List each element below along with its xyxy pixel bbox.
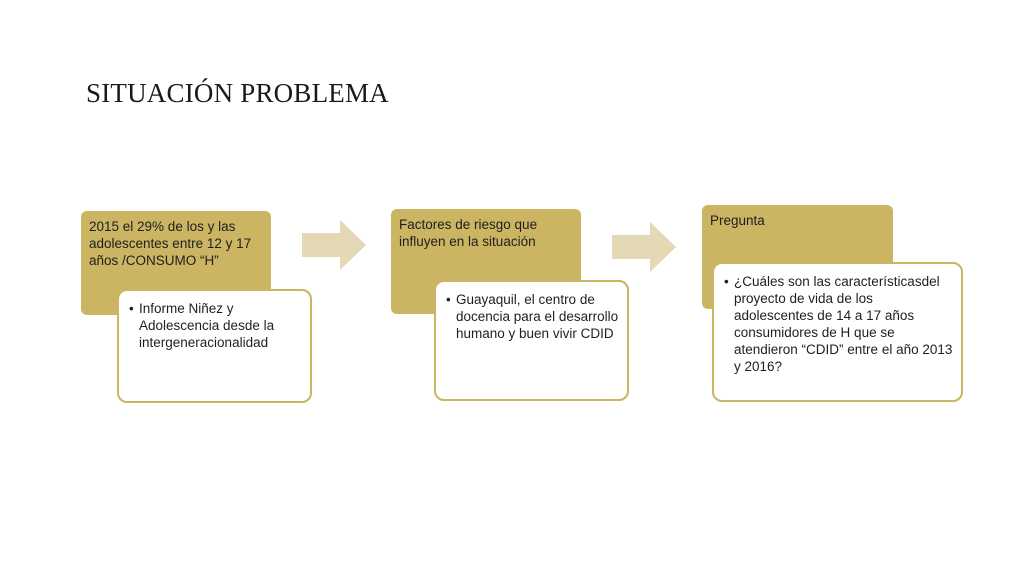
step-2-header-text: Factores de riesgo que influyen en la si… bbox=[399, 217, 538, 249]
step-2-bullet-item: Guayaquil, el centro de docencia para el… bbox=[446, 291, 619, 342]
step-1-bullet-list: Informe Niñez y Adolescencia desde la in… bbox=[127, 300, 302, 351]
page-title: SITUACIÓN PROBLEMA bbox=[86, 78, 389, 108]
step-3-header-text: Pregunta bbox=[710, 213, 765, 228]
step-3-bullet-item: ¿Cuáles son las característicasdel proye… bbox=[724, 273, 953, 375]
step-1-detail-box: Informe Niñez y Adolescencia desde la in… bbox=[117, 289, 312, 403]
right-arrow-icon bbox=[302, 220, 366, 270]
step-2-detail-box: Guayaquil, el centro de docencia para el… bbox=[434, 280, 629, 401]
step-1-bullet-item: Informe Niñez y Adolescencia desde la in… bbox=[129, 300, 302, 351]
step-3-detail-box: ¿Cuáles son las característicasdel proye… bbox=[712, 262, 963, 402]
step-1-header-text: 2015 el 29% de los y las adolescentes en… bbox=[89, 219, 252, 268]
step-2-bullet-list: Guayaquil, el centro de docencia para el… bbox=[444, 291, 619, 342]
right-arrow-icon bbox=[612, 222, 676, 272]
step-3-bullet-list: ¿Cuáles son las característicasdel proye… bbox=[722, 273, 953, 375]
